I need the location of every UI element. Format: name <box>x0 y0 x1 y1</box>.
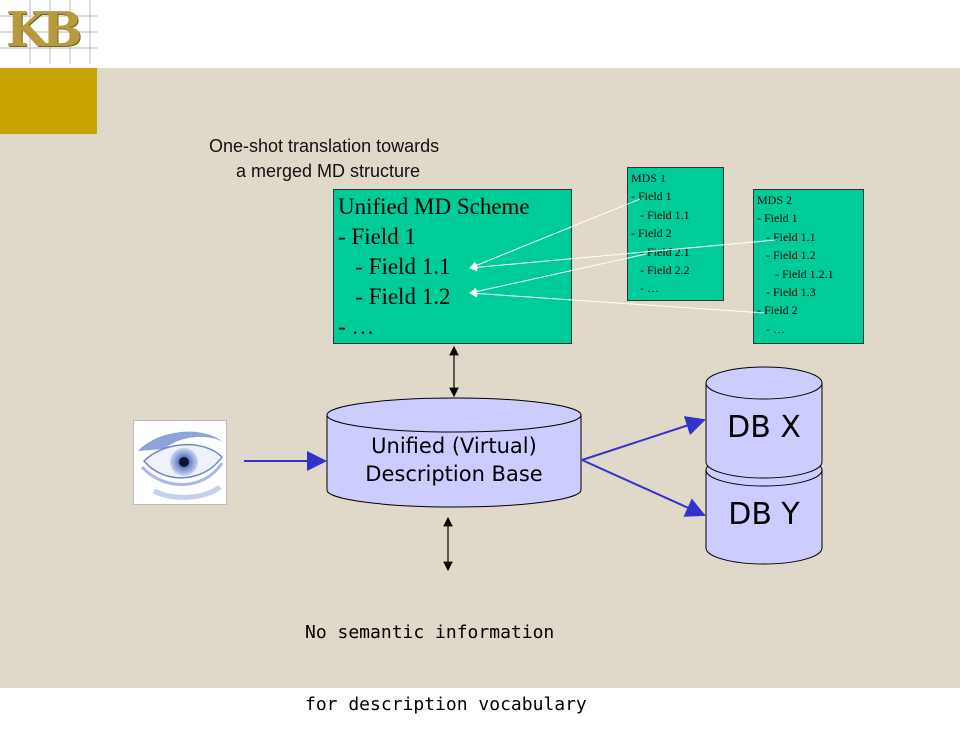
kb-logo: KB <box>0 0 98 64</box>
description-base-line-1: Unified (Virtual) <box>371 434 537 458</box>
db-x-cylinder <box>705 366 823 479</box>
logo-grid <box>0 0 98 64</box>
mds1-line: - Field 1.1 <box>631 207 690 222</box>
mds2-line: - Field 2 <box>757 303 798 318</box>
mds2-line: - Field 1.2 <box>757 248 816 263</box>
mds1-line: - Field 1 <box>631 189 672 204</box>
mds1-line: - Field 2.2 <box>631 262 690 277</box>
scheme-line: - Field 1 <box>338 224 416 249</box>
mds1-line: - Field 2.1 <box>631 244 690 259</box>
base-to-dbx-arrow <box>581 416 706 461</box>
mds2-line: - Field 1.3 <box>757 284 816 299</box>
mds1-line: - … <box>631 281 659 296</box>
mds1-line: MDS 1 <box>631 171 667 185</box>
scheme-line: Unified MD Scheme <box>338 194 530 219</box>
unified-md-scheme-box: Unified MD Scheme - Field 1 - Field 1.1 … <box>333 189 572 344</box>
scheme-line: - Field 1.2 <box>338 284 451 309</box>
logo-text: KB <box>6 2 82 58</box>
eye-icon <box>138 431 224 500</box>
scheme-line: - … <box>338 314 375 339</box>
mds-2-box: MDS 2 - Field 1 - Field 1.1 - Field 1.2 … <box>753 189 864 344</box>
caption-line-2: a merged MD structure <box>236 161 421 181</box>
note-line-2: for description vocabulary <box>305 694 587 715</box>
base-to-dby-arrow <box>581 459 706 517</box>
bottom-strip <box>0 688 960 720</box>
db-x-label: DB X <box>727 410 801 445</box>
mds2-line: - Field 1.1 <box>757 229 816 244</box>
diagram-shapes <box>244 345 823 572</box>
gold-accent-block <box>0 68 97 134</box>
description-base-label: Unified (Virtual) Description Base <box>327 432 581 488</box>
note-line-1: No semantic information <box>305 622 555 643</box>
mds-1-box: MDS 1 - Field 1 - Field 1.1 - Field 2 - … <box>627 167 724 301</box>
note-text: No semantic information for description … <box>305 573 587 741</box>
description-base-cylinder <box>326 397 582 508</box>
mds2-line: - Field 1 <box>757 211 798 226</box>
mds2-line: - Field 1.2.1 <box>757 266 834 281</box>
mds1-line: - Field 2 <box>631 226 672 241</box>
mds2-line: - … <box>757 321 785 336</box>
db-y-label: DB Y <box>728 497 800 532</box>
scheme-line: - Field 1.1 <box>338 254 451 279</box>
mds2-line: MDS 2 <box>757 193 793 207</box>
description-base-line-2: Description Base <box>365 462 543 486</box>
caption-line-1: One-shot translation towards <box>209 136 440 156</box>
eye-image <box>133 420 227 505</box>
